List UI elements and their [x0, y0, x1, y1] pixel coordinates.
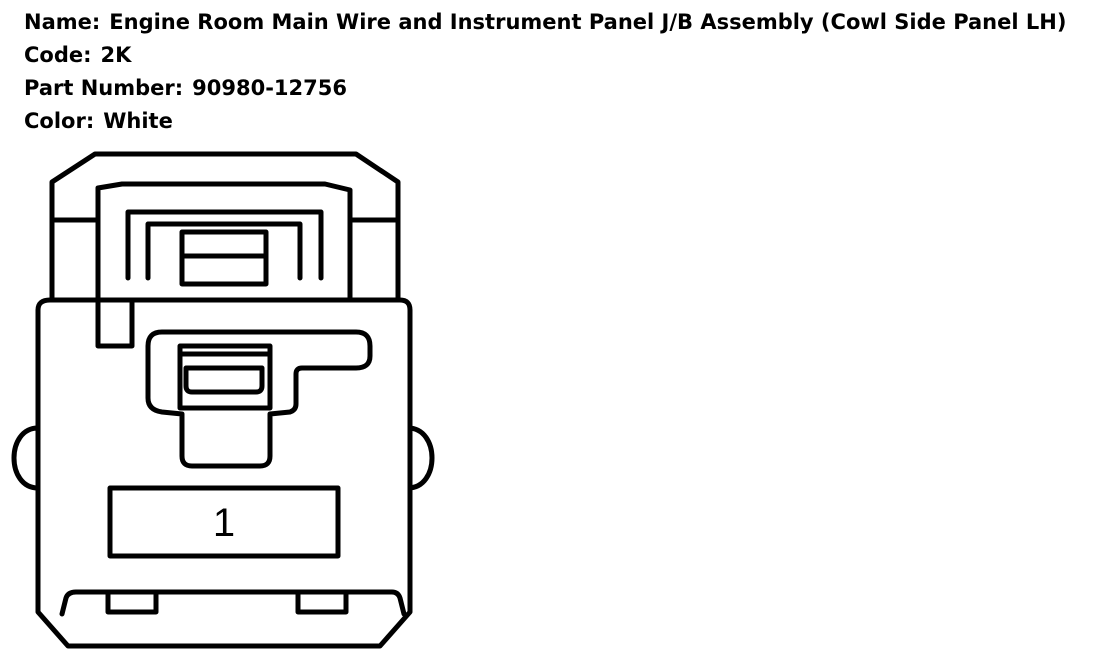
code-value: 2K [100, 43, 132, 67]
connector-info: Name: Engine Room Main Wire and Instrumen… [24, 6, 1066, 138]
part-number-row: Part Number: 90980-12756 [24, 72, 1066, 105]
color-value: White [103, 109, 173, 133]
bottom-left-notch [105, 589, 159, 615]
code-row: Code: 2K [24, 39, 1066, 72]
guide-slot [95, 297, 135, 349]
color-row: Color: White [24, 105, 1066, 138]
name-label: Name: [24, 10, 101, 34]
top-lock-hood [49, 151, 401, 303]
connector-body [35, 297, 413, 649]
left-side-ear [11, 425, 41, 491]
bottom-rail [59, 589, 407, 617]
color-label: Color: [24, 109, 95, 133]
connector-diagram: 1 [11, 151, 435, 649]
lock-arm-inner [145, 221, 303, 281]
bottom-right-notch [295, 589, 349, 615]
top-lock-inner-bracket [95, 181, 353, 303]
pin-number-1: 1 [213, 501, 235, 545]
name-value: Engine Room Main Wire and Instrument Pan… [109, 10, 1067, 34]
lock-arm-outer [125, 209, 324, 281]
terminal-cavity [145, 329, 373, 469]
part-number-value: 90980-12756 [192, 76, 347, 100]
pin-number-box [107, 485, 341, 559]
name-row: Name: Engine Room Main Wire and Instrumen… [24, 6, 1066, 39]
part-number-label: Part Number: [24, 76, 184, 100]
terminal-contact [183, 365, 265, 395]
terminal-frame [177, 343, 273, 411]
code-label: Code: [24, 43, 92, 67]
